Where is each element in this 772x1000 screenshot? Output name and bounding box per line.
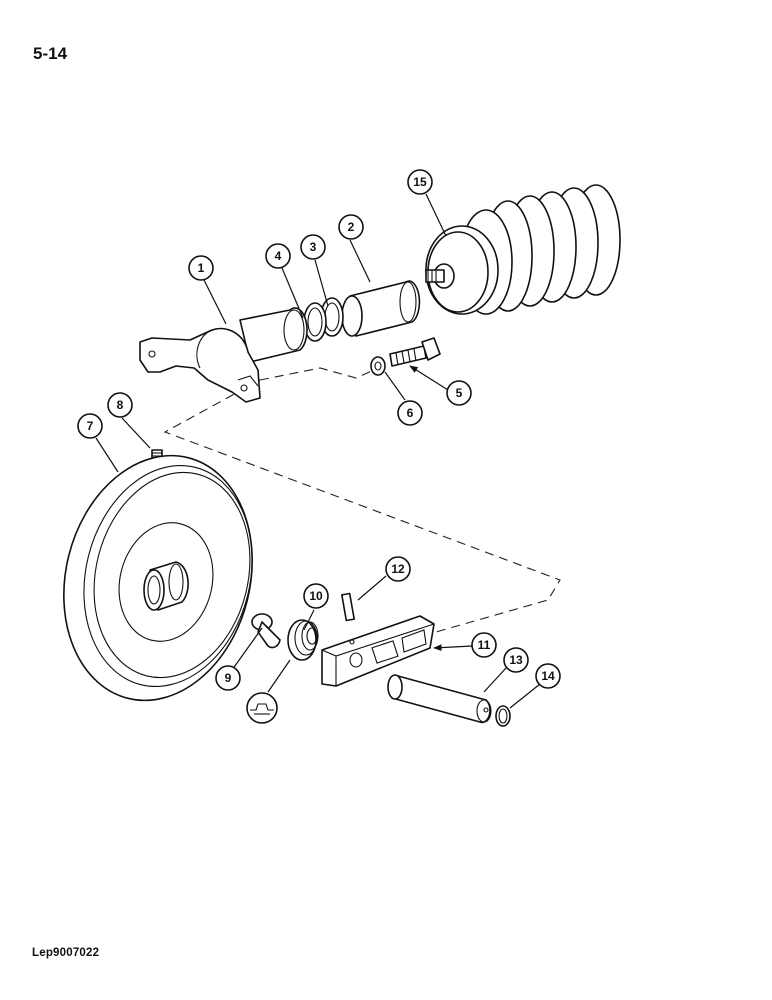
callout-9: 9 [215, 665, 241, 691]
svg-text:8: 8 [117, 398, 124, 412]
callout-6: 6 [397, 400, 423, 426]
callout-3: 3 [300, 234, 326, 260]
callout-1: 1 [188, 255, 214, 281]
part-4-ring [303, 302, 327, 342]
callout-15: 15 [407, 169, 433, 195]
assembly-dashed-lines [163, 367, 561, 637]
lubrication-symbol [246, 692, 278, 724]
part-12-pin [341, 592, 355, 622]
callout-11: 11 [471, 632, 497, 658]
leader-lines [95, 193, 541, 709]
page-number: 5-14 [33, 44, 68, 63]
callout-14: 14 [535, 663, 561, 689]
callout-10: 10 [303, 583, 329, 609]
svg-text:6: 6 [407, 406, 414, 420]
svg-text:12: 12 [391, 562, 405, 576]
part-13-shaft [387, 674, 492, 724]
callout-7: 7 [77, 413, 103, 439]
svg-text:11: 11 [478, 638, 491, 652]
callout-5: 5 [446, 380, 472, 406]
svg-text:3: 3 [310, 240, 317, 254]
part-1-yoke [139, 307, 308, 403]
figure-reference-code: Lep9007022 [32, 947, 100, 959]
part-10-seal [287, 619, 319, 661]
part-2-sleeve [341, 280, 421, 337]
svg-text:14: 14 [541, 669, 555, 683]
svg-text:9: 9 [225, 671, 232, 685]
svg-text:10: 10 [309, 589, 323, 603]
callout-4: 4 [265, 243, 291, 269]
part-15-recoil-spring [425, 184, 621, 315]
part-5-bolt [389, 337, 441, 367]
callout-8: 8 [107, 392, 133, 418]
part-11-bracket [321, 615, 435, 687]
svg-text:7: 7 [87, 419, 94, 433]
callout-2: 2 [338, 214, 364, 240]
callout-13: 13 [503, 647, 529, 673]
part-14-o-ring [495, 705, 511, 727]
part-9-bushing [251, 613, 281, 649]
svg-text:15: 15 [413, 175, 427, 189]
svg-text:1: 1 [198, 261, 205, 275]
svg-text:13: 13 [509, 653, 523, 667]
part-7-idler-wheel [63, 454, 253, 702]
part-6-washer [370, 356, 386, 376]
svg-text:5: 5 [456, 386, 463, 400]
svg-text:4: 4 [275, 249, 282, 263]
svg-text:2: 2 [348, 220, 355, 234]
callout-12: 12 [385, 556, 411, 582]
